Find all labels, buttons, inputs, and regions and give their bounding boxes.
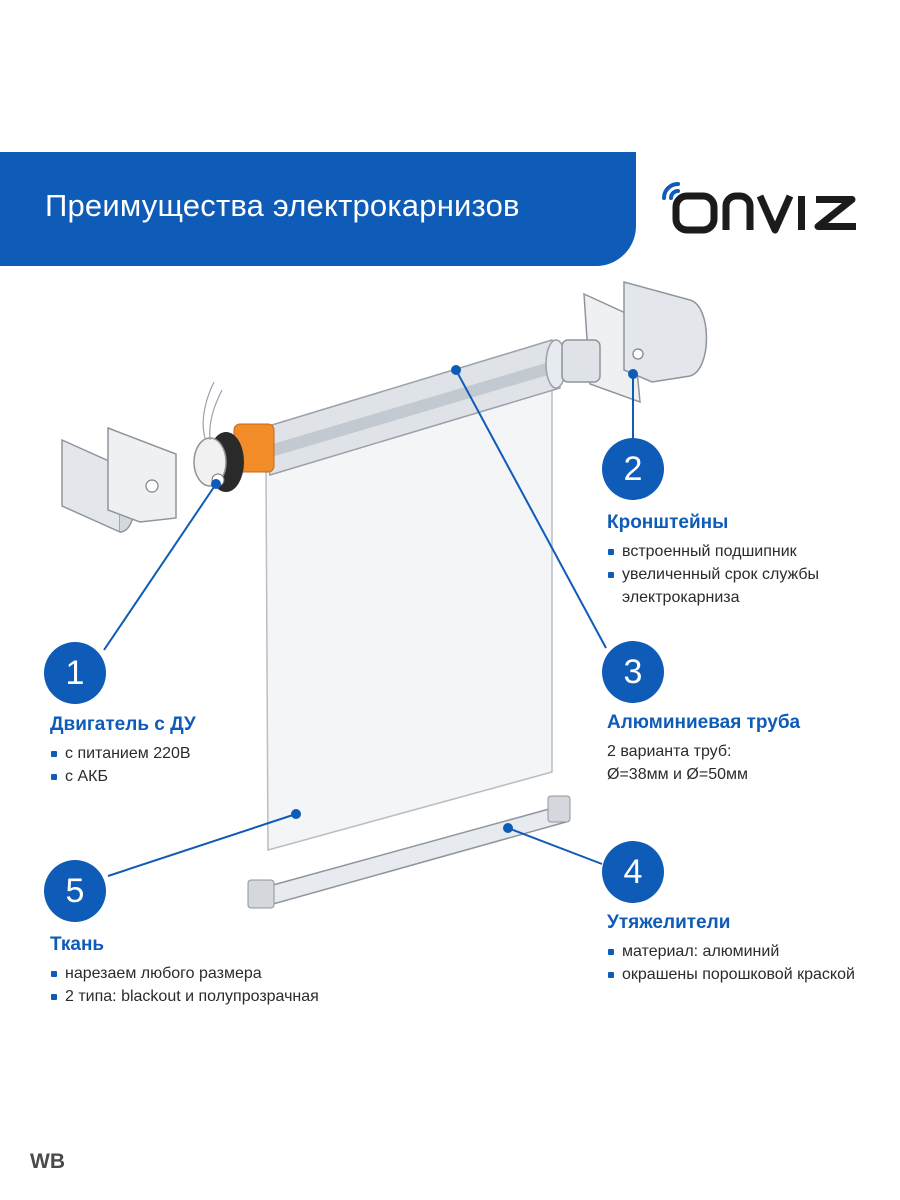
tube-shade <box>266 360 558 458</box>
feature-title: Алюминиевая труба <box>607 712 801 733</box>
left-bracket <box>61 426 177 534</box>
leader-dot-3 <box>451 365 461 375</box>
feature-4-badge: 4 <box>602 841 664 903</box>
feature-title: Утяжелители <box>607 912 731 933</box>
leader-dot-4 <box>503 823 513 833</box>
feature-fabric: Ткань нарезаем любого размера 2 типа: bl… <box>50 934 319 1008</box>
leader-line-3 <box>455 369 607 649</box>
feature-2-badge: 2 <box>602 438 664 500</box>
leader-line-5 <box>107 813 297 877</box>
brand-wordmark <box>672 192 856 234</box>
feature-brackets: Кронштейны встроенный подшипник увеличен… <box>607 512 887 609</box>
right-bracket <box>561 281 708 404</box>
feature-bullet: материал: алюминий <box>607 940 887 963</box>
wireless-signal-icon <box>662 182 680 200</box>
feature-line: Ø=38мм и Ø=50мм <box>607 766 748 783</box>
leader-dot-5 <box>291 809 301 819</box>
bottom-rail <box>247 795 571 909</box>
leader-dot-1 <box>211 479 221 489</box>
marketplace-mark: WB <box>30 1150 65 1173</box>
feature-bullet: с питанием 220В <box>50 742 196 765</box>
feature-weights: Утяжелители материал: алюминий окрашены … <box>607 912 887 986</box>
feature-title: Двигатель с ДУ <box>50 714 196 735</box>
header-banner: Преимущества электрокарнизов <box>0 152 636 266</box>
feature-motor: Двигатель с ДУ с питанием 220В с АКБ <box>50 714 196 788</box>
feature-bullet: с АКБ <box>50 765 196 788</box>
feature-bullet: встроенный подшипник <box>607 540 887 563</box>
feature-title: Кронштейны <box>607 512 729 533</box>
leader-line-4 <box>507 827 603 865</box>
feature-bullet: увеличенный срок службы электрокарниза <box>607 563 887 609</box>
feature-title: Ткань <box>50 934 105 955</box>
brand-logo <box>656 176 866 236</box>
leader-line-1 <box>103 483 217 651</box>
leader-dot-2 <box>628 369 638 379</box>
feature-bullet: 2 типа: blackout и полупрозрачная <box>50 985 319 1008</box>
feature-line: 2 варианта труб: <box>607 743 732 760</box>
feature-bullet: нарезаем любого размера <box>50 962 319 985</box>
feature-1-badge: 1 <box>44 642 106 704</box>
feature-tube: Алюминиевая труба 2 варианта труб: Ø=38м… <box>607 712 887 786</box>
feature-3-badge: 3 <box>602 641 664 703</box>
motor-unit <box>193 381 275 492</box>
page-title: Преимущества электрокарнизов <box>45 188 520 223</box>
feature-5-badge: 5 <box>44 860 106 922</box>
feature-bullet: окрашены порошковой краской <box>607 963 887 986</box>
